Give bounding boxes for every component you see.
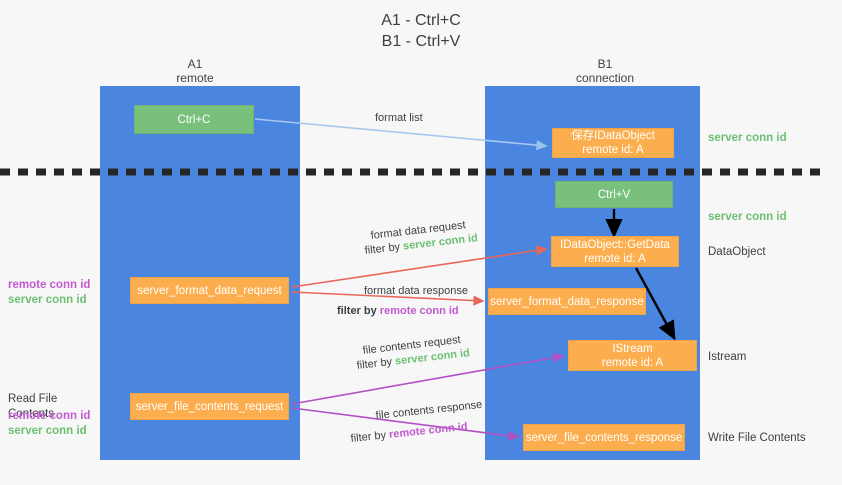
box-server-format-data-response[interactable]: server_format_data_response	[488, 288, 646, 315]
box-server-file-contents-request[interactable]: server_file_contents_request	[130, 393, 289, 420]
box-istream[interactable]: IStream remote id: A	[568, 340, 697, 371]
box-ctrl-c[interactable]: Ctrl+C	[134, 105, 254, 134]
label-istream: Istream	[708, 351, 747, 363]
label-remote-conn-id-2: remote conn id	[8, 410, 91, 422]
column-header-a1: A1 remote	[176, 57, 214, 85]
filter-by-text: filter by	[356, 355, 396, 372]
label-server-conn-id-2: server conn id	[8, 425, 87, 437]
filter-by-text: filter by	[350, 428, 390, 445]
remote-conn-id-text: remote conn id	[388, 420, 469, 441]
label-server-conn-id-1: server conn id	[8, 294, 87, 306]
label-conn-ids-top: remote conn id server conn id	[8, 278, 100, 308]
box-server-format-data-request[interactable]: server_format_data_request	[130, 277, 289, 304]
annotation-format-list: format list	[375, 112, 423, 124]
label-dataobject: DataObject	[708, 246, 766, 258]
label-server-conn-id-top: server conn id	[708, 132, 787, 144]
box-save-idataobject[interactable]: 保存IDataObject remote id: A	[552, 128, 674, 158]
annotation-format-data-response: format data response	[364, 285, 468, 297]
column-header-b1: B1 connection	[575, 57, 635, 85]
label-read-file-contents: Read File Contents	[8, 393, 58, 420]
filter-by-text: filter by	[364, 240, 404, 257]
label-remote-conn-id-1: remote conn id	[8, 279, 91, 291]
box-ctrl-v[interactable]: Ctrl+V	[555, 181, 673, 208]
label-conn-ids-bottom: remote conn id server conn id	[8, 409, 100, 439]
annotation-filter-by-remote-conn-id-2: filter by remote conn id	[350, 420, 468, 447]
page-title: A1 - Ctrl+C B1 - Ctrl+V	[381, 12, 461, 50]
remote-conn-id-text: remote conn id	[379, 305, 459, 317]
filter-by-text: filter by	[337, 305, 380, 317]
label-server-conn-id-mid: server conn id	[708, 211, 787, 223]
box-idataobject-getdata[interactable]: IDataObject::GetData remote id: A	[551, 236, 679, 267]
label-write-file-contents: Write File Contents	[708, 432, 806, 444]
box-server-file-contents-response[interactable]: server_file_contents_response	[523, 424, 685, 451]
annotation-filter-by-remote-conn-id-1: filter by remote conn id	[337, 304, 459, 319]
